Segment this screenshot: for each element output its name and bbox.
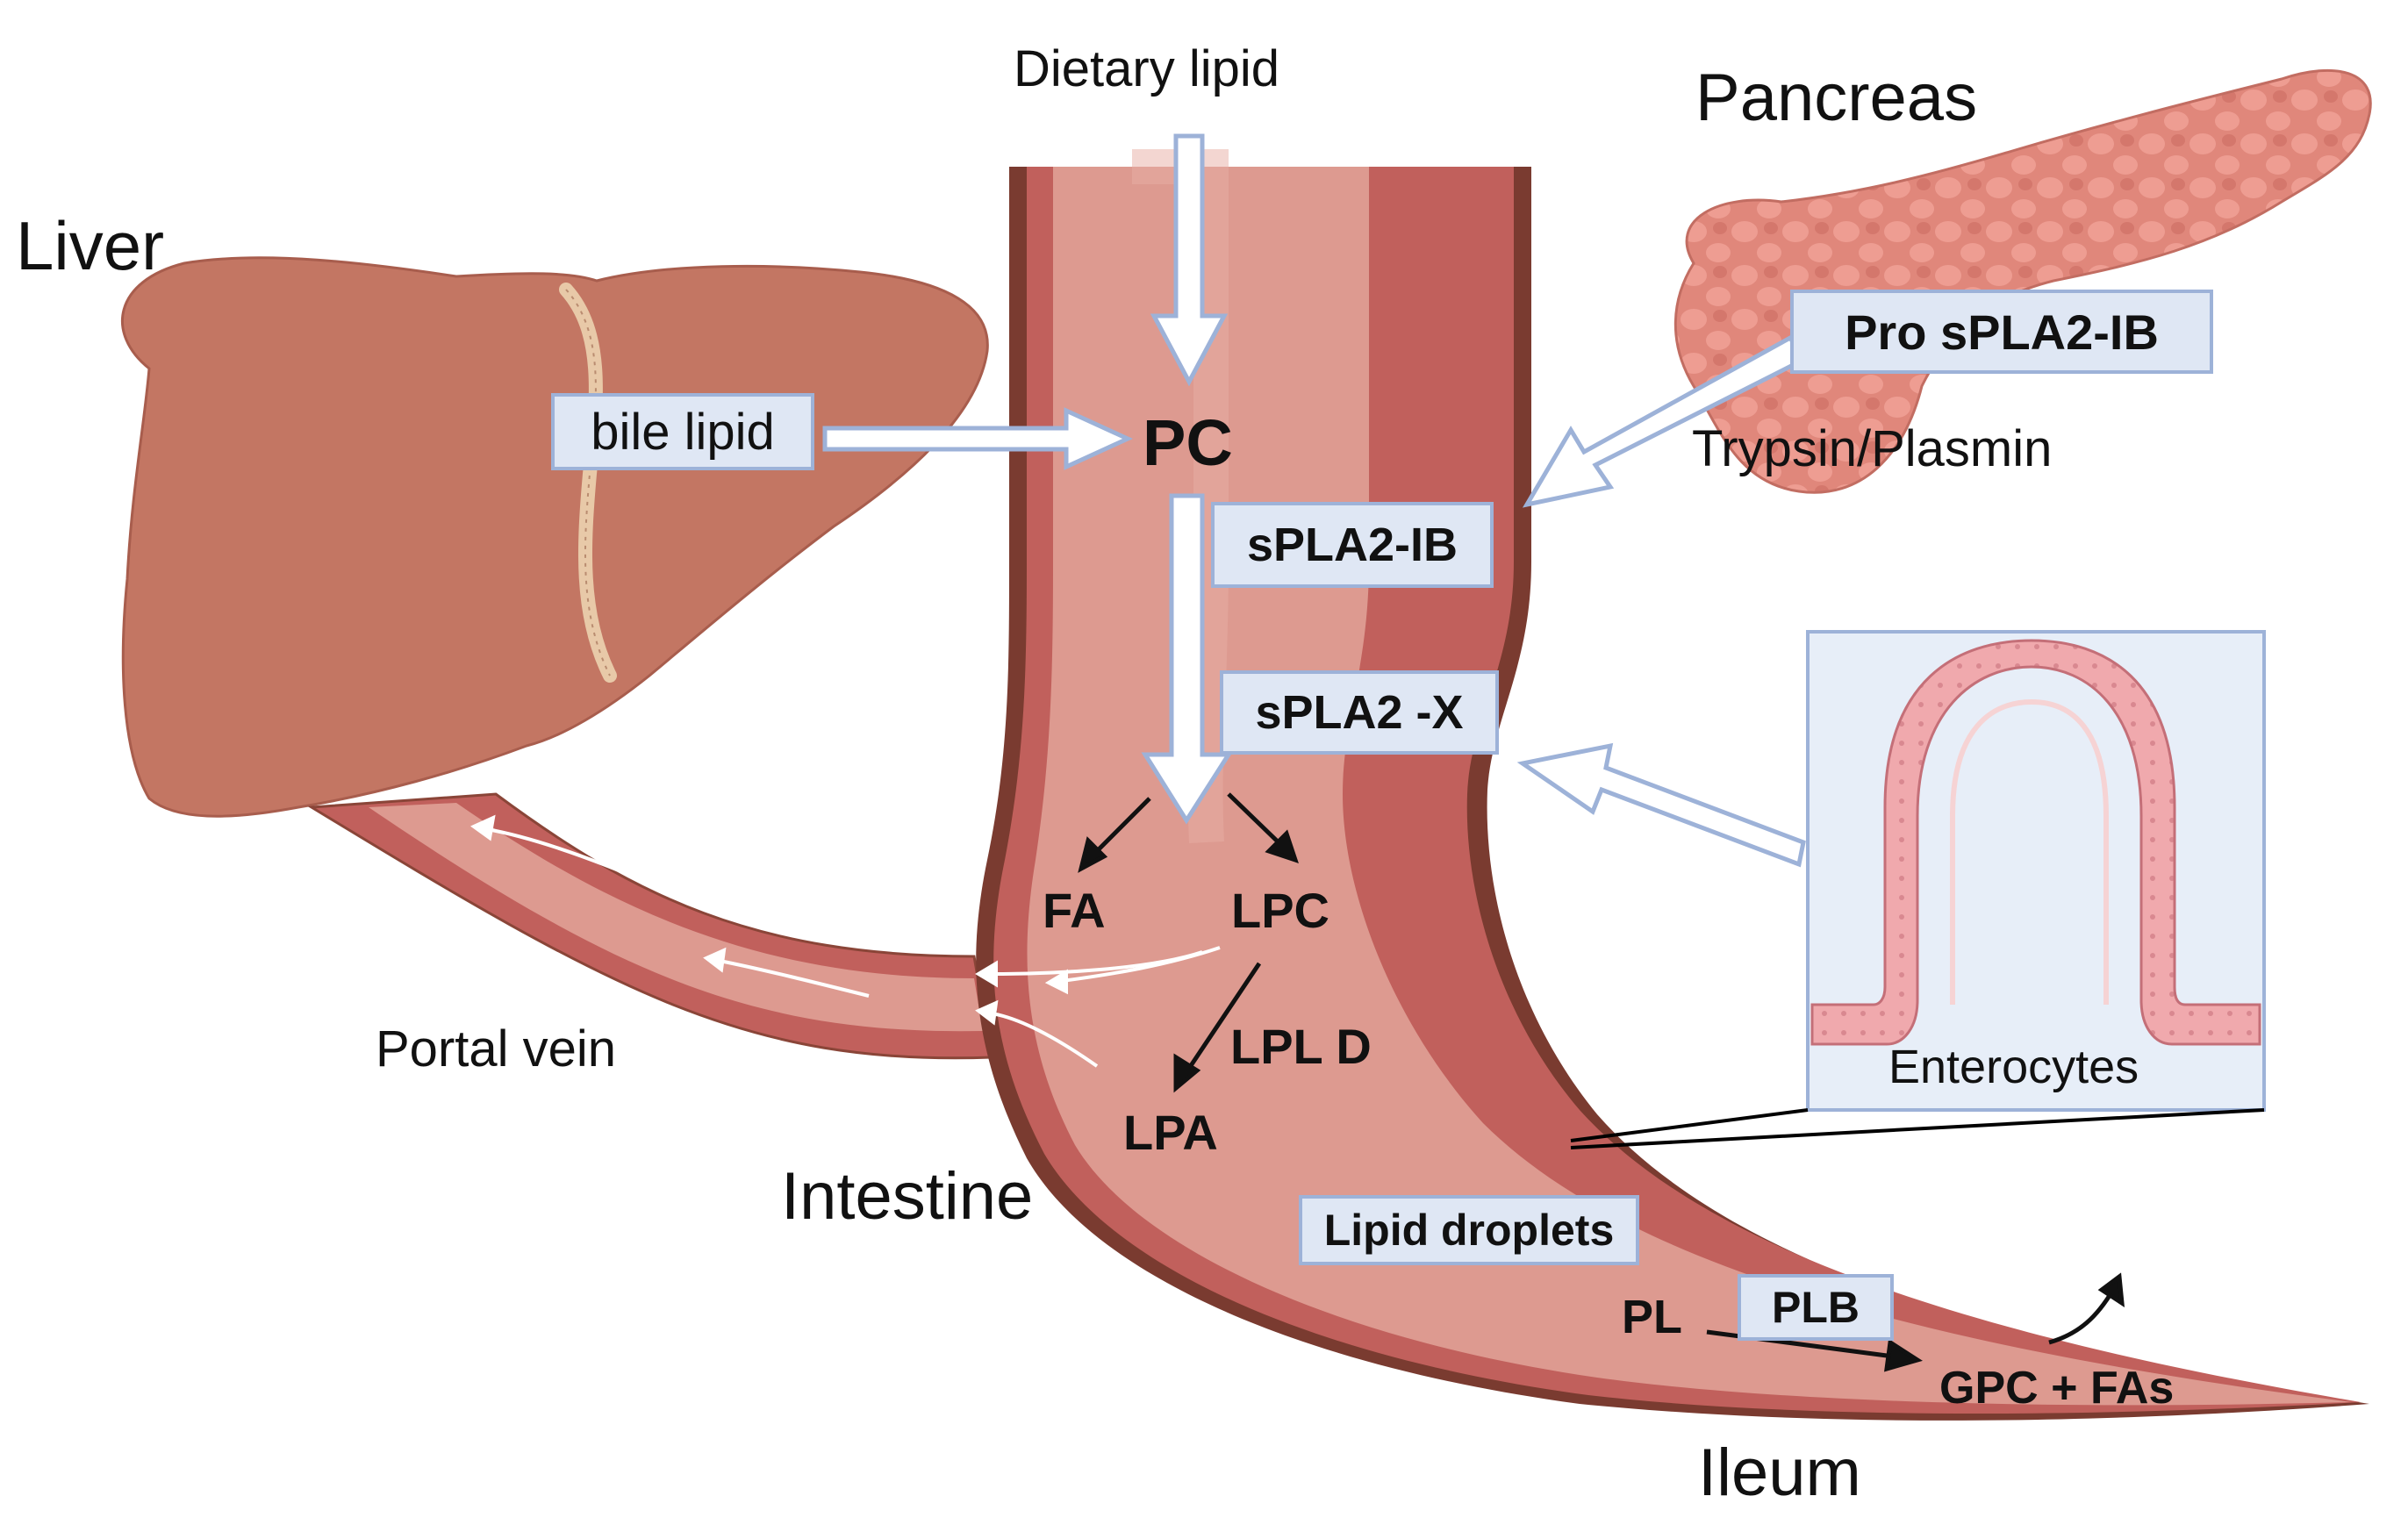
enterocytes-label: Enterocytes — [1888, 1041, 2139, 1093]
dietary-lipid-arrow — [1150, 133, 1229, 387]
pl-label: PL — [1622, 1291, 1683, 1343]
lpc-label: LPC — [1231, 883, 1329, 938]
trypsin-plasmin-label: Trypsin/Plasmin — [1692, 420, 2053, 477]
portal-vein-lumen — [369, 803, 983, 1032]
liver-ligament-edge — [565, 289, 611, 677]
portal-vein-label: Portal vein — [376, 1020, 617, 1077]
intestine-label: Intestine — [781, 1159, 1034, 1234]
intestine-lumen — [1027, 167, 2352, 1406]
villus-shape — [1810, 639, 2261, 1046]
pancreas-label: Pancreas — [1695, 61, 1978, 135]
pancreas-enzyme-arrow — [1522, 334, 1807, 508]
enterocyte-enzyme-arrow — [1516, 742, 1806, 868]
bile-lipid-arrow — [822, 407, 1134, 470]
plb-box: PLB — [1738, 1274, 1894, 1341]
pc-label: PC — [1143, 406, 1233, 479]
dietary-lipid-label: Dietary lipid — [1014, 40, 1279, 97]
ileum-label: Ileum — [1698, 1435, 1861, 1510]
lpa-label: LPA — [1123, 1105, 1218, 1160]
pro-spla2-ib-box: Pro sPLA2-IB — [1790, 290, 2213, 374]
lpl-d-label: LPL D — [1230, 1019, 1372, 1074]
pancreas-shape — [1673, 68, 2372, 494]
liver-shape — [120, 256, 989, 818]
zoom-line-top — [1570, 1108, 1809, 1142]
lipid-droplets-box: Lipid droplets — [1299, 1195, 1639, 1265]
pc-down-arrow — [1141, 493, 1233, 825]
spla2-x-box: sPLA2 -X — [1220, 670, 1499, 755]
spla2-ib-box: sPLA2-IB — [1211, 502, 1494, 588]
intestine-highlight — [1132, 149, 1229, 843]
gpc-fas-label: GPC + FAs — [1939, 1363, 2175, 1414]
absorption-arrows — [470, 814, 1221, 1068]
reaction-arrows — [1078, 792, 2125, 1372]
liver-label: Liver — [16, 207, 165, 284]
zoom-line-bottom — [1570, 1108, 2265, 1149]
bile-lipid-box: bile lipid — [551, 393, 814, 470]
fa-label: FA — [1043, 883, 1106, 938]
villus-lumen — [1950, 698, 2109, 1005]
